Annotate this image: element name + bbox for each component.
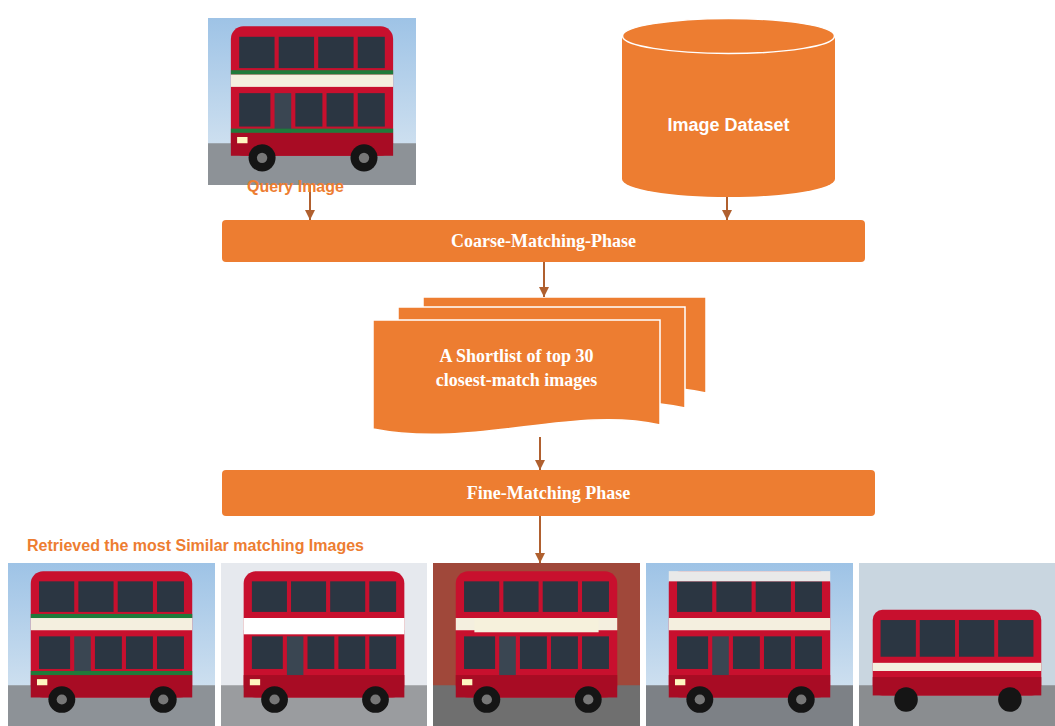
node-image: Query Image [208,18,416,185]
node-cyl: Image Dataset [622,18,835,197]
result-photo [8,563,215,726]
flow-arrow [543,262,545,297]
document-stack-shape [373,297,706,437]
cylinder-shape [622,18,835,197]
query-photo [208,18,416,185]
node-text: A Shortlist of top 30 closest-match imag… [412,345,622,392]
node-text: Coarse-Matching-Phase [451,231,636,252]
node-row: Retrieved the most Similar matching Imag… [8,563,1055,726]
cylinder-body [622,36,835,197]
result-photo [646,563,853,726]
result-photo [221,563,427,726]
flow-arrow [726,197,728,220]
node-text: Retrieved the most Similar matching Imag… [27,537,364,555]
document-page [373,320,660,434]
node-text: Image Dataset [667,115,789,136]
node-text: Query Image [247,178,344,196]
node-bar: Coarse-Matching-Phase [222,220,865,262]
node-text: Fine-Matching Phase [467,483,631,504]
cylinder-top [623,19,835,54]
result-photo [859,563,1055,726]
flow-arrow [539,437,541,470]
flow-arrow [539,516,541,563]
document-text-area: A Shortlist of top 30 closest-match imag… [373,320,660,417]
result-photo [433,563,640,726]
node-bar: Fine-Matching Phase [222,470,875,516]
node-docs: A Shortlist of top 30 closest-match imag… [373,297,706,437]
